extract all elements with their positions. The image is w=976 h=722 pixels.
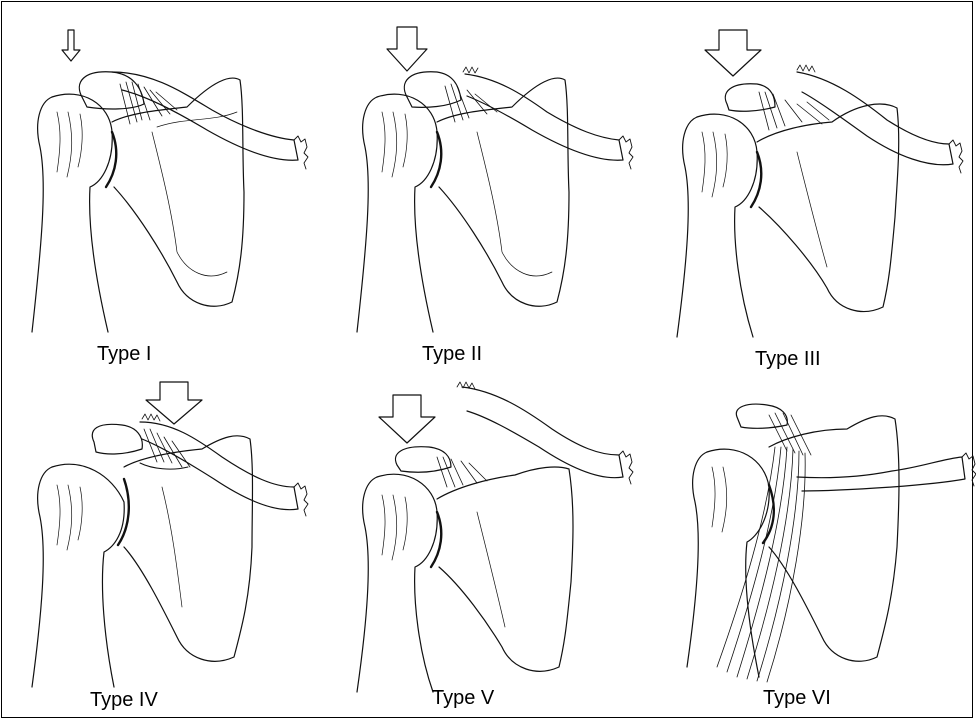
shoulder-illustration bbox=[657, 367, 976, 712]
shoulder-illustration bbox=[337, 12, 657, 357]
shoulder-illustration bbox=[337, 367, 657, 712]
panel-label: Type IV bbox=[90, 689, 158, 712]
clavicle bbox=[465, 74, 623, 160]
scapula-outline bbox=[437, 78, 569, 306]
acromion bbox=[736, 404, 787, 428]
coracoclavicular-ligaments bbox=[120, 82, 177, 124]
scapula-outline bbox=[112, 78, 244, 306]
scapula-outline bbox=[437, 467, 573, 671]
panel-type-iii: Type III bbox=[657, 12, 976, 367]
shoulder-illustration bbox=[12, 12, 332, 357]
acromion bbox=[395, 447, 451, 473]
panel-type-iv: Type IV bbox=[12, 367, 332, 722]
downward-arrow-large bbox=[705, 30, 761, 76]
scapula-outline bbox=[769, 416, 899, 661]
panel-label: Type V bbox=[432, 687, 494, 710]
downward-arrow-medium bbox=[387, 27, 427, 71]
clavicle bbox=[797, 72, 953, 165]
coracoclavicular-ligaments bbox=[759, 92, 829, 130]
conjoined-tendon bbox=[717, 447, 805, 682]
panel-label: Type VI bbox=[763, 687, 831, 710]
scapula-outline bbox=[757, 104, 899, 311]
panel-type-vi: Type VI bbox=[657, 367, 976, 722]
panel-label: Type I bbox=[97, 343, 151, 366]
shoulder-illustration bbox=[657, 12, 976, 357]
clavicle bbox=[140, 422, 298, 510]
clavicle bbox=[462, 387, 623, 478]
coracoclavicular-ligaments bbox=[144, 429, 190, 467]
panel-type-i: Type I bbox=[12, 12, 332, 367]
panel-type-ii: Type II bbox=[337, 12, 657, 367]
downward-arrow-large bbox=[379, 395, 435, 443]
clavicle bbox=[797, 457, 965, 491]
scapula-outline bbox=[124, 436, 253, 661]
humerus-left-edge bbox=[32, 97, 52, 332]
panel-label: Type II bbox=[422, 343, 482, 366]
acromion bbox=[92, 424, 142, 454]
acromion bbox=[725, 84, 775, 112]
panel-type-v: Type V bbox=[337, 367, 657, 722]
downward-arrow-large bbox=[146, 382, 202, 424]
clavicle bbox=[112, 72, 298, 160]
downward-arrow-small bbox=[62, 30, 80, 61]
glenoid-rim bbox=[106, 132, 116, 187]
shoulder-illustration bbox=[12, 367, 332, 712]
